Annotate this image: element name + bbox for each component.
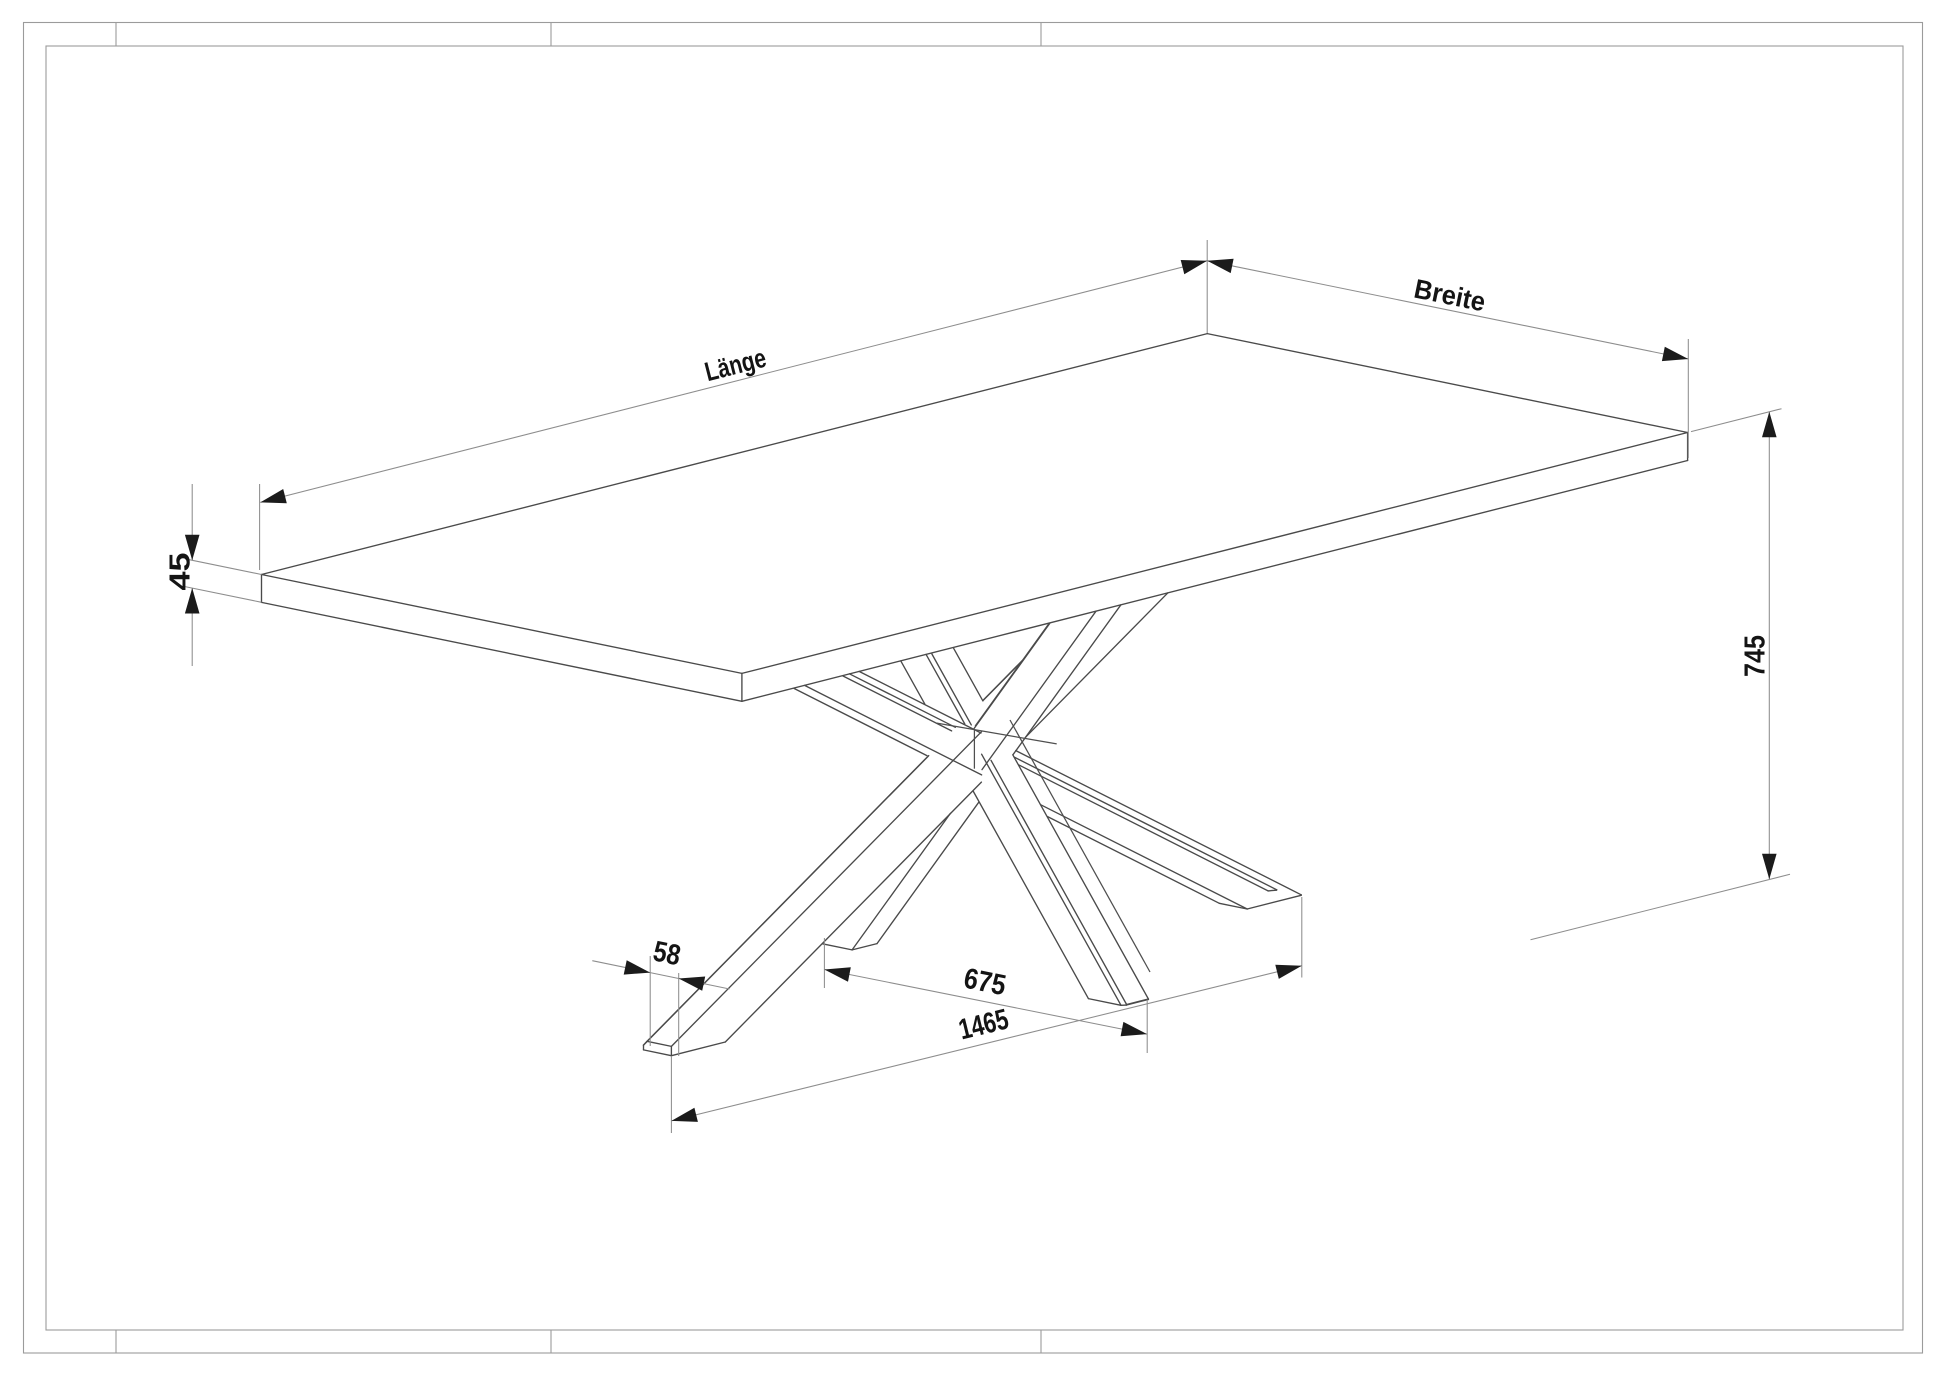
svg-text:745: 745 xyxy=(1740,635,1772,677)
svg-text:45: 45 xyxy=(165,553,197,591)
